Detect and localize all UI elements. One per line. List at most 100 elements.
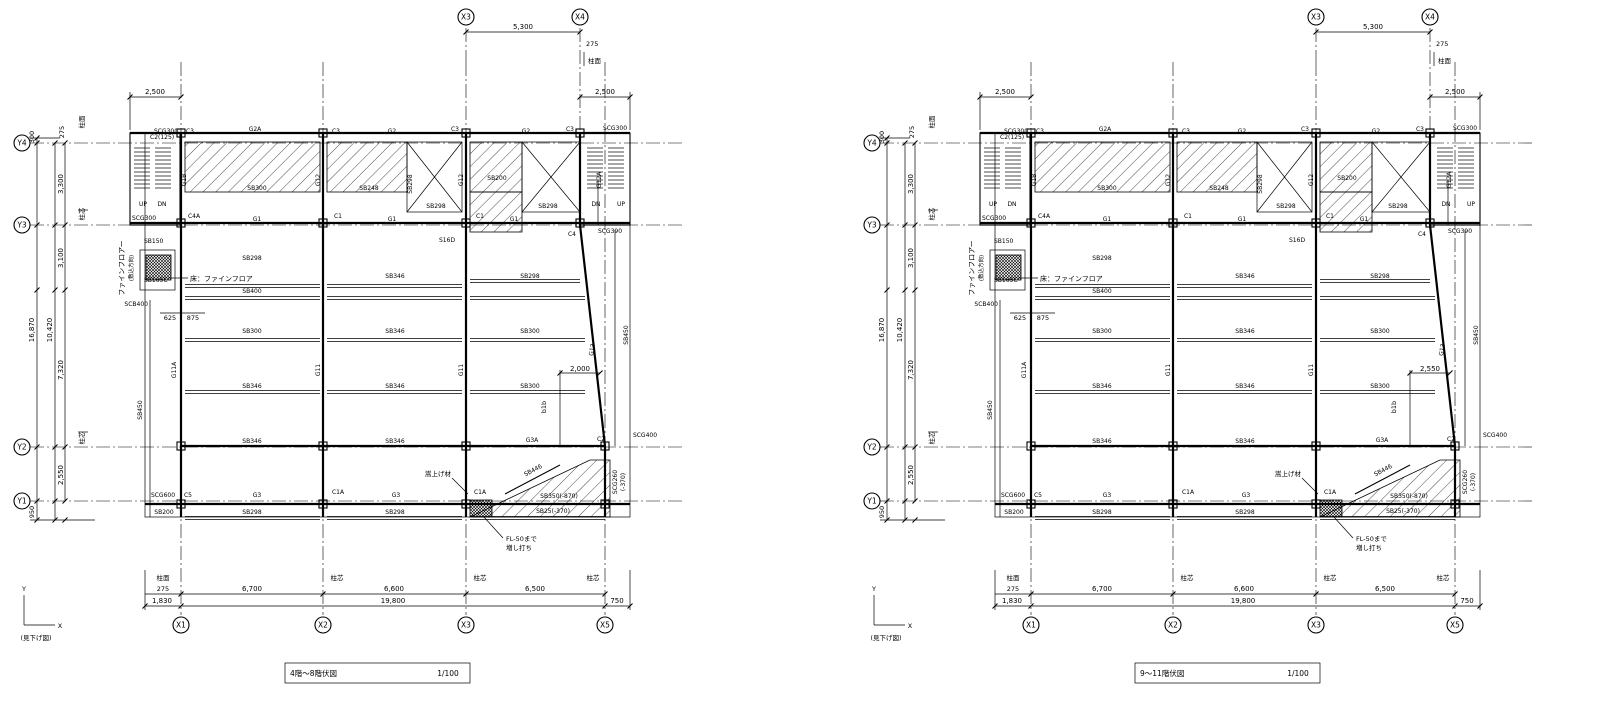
grid-bubble-label: Y2 (16, 443, 27, 452)
slab-zone (469, 141, 523, 193)
member-sb298: SB298 (385, 509, 405, 516)
col-center-label: 柱芯 (587, 573, 601, 582)
fl-note-2: 増し打ち (1356, 543, 1382, 552)
member-sb200: SB200 (487, 175, 507, 182)
dim-bottom-275: 275 (1007, 585, 1019, 593)
member-g1: G1 (253, 216, 262, 223)
dim-tick (463, 591, 469, 597)
stair-up: UP (1467, 201, 1475, 208)
member-c5: C5 (1034, 492, 1042, 499)
dim-bottom-left: 1,830 (1002, 597, 1022, 605)
small-beams (999, 180, 1466, 520)
dim-tick (884, 498, 890, 504)
slab-zone (184, 141, 321, 193)
member-g3: G3 (392, 492, 401, 499)
member-sg260: SCG260 (1462, 470, 1469, 494)
member-c3: C3 (332, 128, 340, 135)
member-sb346: SB346 (385, 273, 405, 280)
grid-bubble-y1: Y1 (13, 492, 31, 510)
member-s16d: S16D (439, 237, 455, 244)
dim-slab-span: 2,550 (1420, 365, 1440, 373)
member-scg600: SCG600 (151, 492, 175, 499)
column (318, 218, 328, 228)
grid-bubble-label: Y4 (866, 139, 877, 148)
dim-stair-right: 2,500 (1445, 88, 1465, 96)
grid-bubble-y1: Y1 (863, 492, 881, 510)
dim-top-span: 5,300 (513, 23, 533, 31)
dim-tick (62, 287, 68, 293)
member-c3: C3 (186, 128, 194, 135)
member-c1a: C1A (474, 489, 487, 496)
member-scg390: SCG390 (598, 228, 622, 235)
member-c3: C3 (1036, 128, 1044, 135)
dim-tick (912, 140, 918, 146)
column (318, 128, 328, 138)
grid-bubble-circle (172, 616, 190, 634)
column (1026, 128, 1036, 138)
member-sb300: SB300 (1370, 383, 1390, 390)
dim-left-300: 300 (28, 131, 36, 143)
member-g2: G2 (388, 128, 397, 135)
dim-bottom-span-3: 6,500 (1375, 585, 1395, 593)
slab-zone (1034, 141, 1171, 193)
opening-cross (1256, 141, 1313, 213)
raise-material-line (504, 464, 561, 495)
col-center-label: 柱芯 (77, 207, 86, 221)
grid-bubble-circle (314, 616, 332, 634)
member-sg260: SCG260 (612, 470, 619, 494)
member-sb450: SB450 (137, 400, 144, 420)
dim-tick (597, 370, 603, 376)
member-g12: G12 (1165, 174, 1172, 186)
dim-left-950: 950 (28, 506, 36, 518)
column (1026, 441, 1036, 451)
member-sb298: SB298 (1092, 255, 1112, 262)
dim-tick (34, 498, 40, 504)
grid-bubble-label: X2 (318, 621, 328, 630)
col-center-label: 柱芯 (77, 431, 86, 445)
member-sb150: SB150 (994, 238, 1014, 245)
member-c2: C2 (597, 436, 605, 443)
member-g1: G1 (1238, 216, 1247, 223)
member-c3: C3 (1416, 126, 1424, 133)
column (318, 499, 328, 509)
fine-floor-sub: (敷込方向) (127, 255, 135, 281)
plan-scale: 1/100 (437, 669, 459, 678)
member-sb450: SB450 (987, 400, 994, 420)
dim-bottom-left: 1,830 (152, 597, 172, 605)
fine-floor-label: ファインフロアー (118, 240, 126, 295)
grid-bubble-label: X1 (1026, 621, 1036, 630)
axis-indicator: YX(見下げ図) (870, 585, 912, 642)
member-sb298: SB298 (1257, 174, 1264, 194)
grid-bubble-label: Y3 (866, 221, 877, 230)
thickened-slab (469, 499, 493, 518)
member-g12: G12 (315, 174, 322, 186)
member-sb165c: SB165C (144, 277, 168, 284)
opening (521, 141, 581, 213)
member-scg300: SCG300 (603, 125, 627, 132)
dim-tick (178, 591, 184, 597)
grid-bubble-label: X5 (600, 621, 610, 630)
member-scg400: SCG400 (1483, 432, 1507, 439)
member-c3: C3 (451, 126, 459, 133)
col-center-label: 柱芯 (474, 573, 488, 582)
dim-left-span-3: 7,320 (907, 360, 915, 380)
grid-bubble-label: X3 (461, 621, 471, 630)
member-g3: G3 (253, 492, 262, 499)
raise-material-line (1354, 464, 1411, 495)
dim-tick (52, 498, 58, 504)
dim-left-300: 300 (878, 131, 886, 143)
column (575, 218, 585, 228)
plan-scale: 1/100 (1287, 669, 1309, 678)
raise-material-label: 嵩上げ材 (1275, 469, 1302, 478)
col-center-label: 柱芯 (1437, 573, 1451, 582)
fine-floor-hatch (145, 254, 172, 281)
dim-stair-left: 2,500 (995, 88, 1015, 96)
member-g11: G11 (458, 364, 465, 376)
column (176, 441, 186, 451)
dim-875: 875 (187, 314, 199, 322)
dim-left-sub: 10,420 (896, 318, 904, 343)
slab-edge (144, 132, 631, 518)
column (1311, 441, 1321, 451)
